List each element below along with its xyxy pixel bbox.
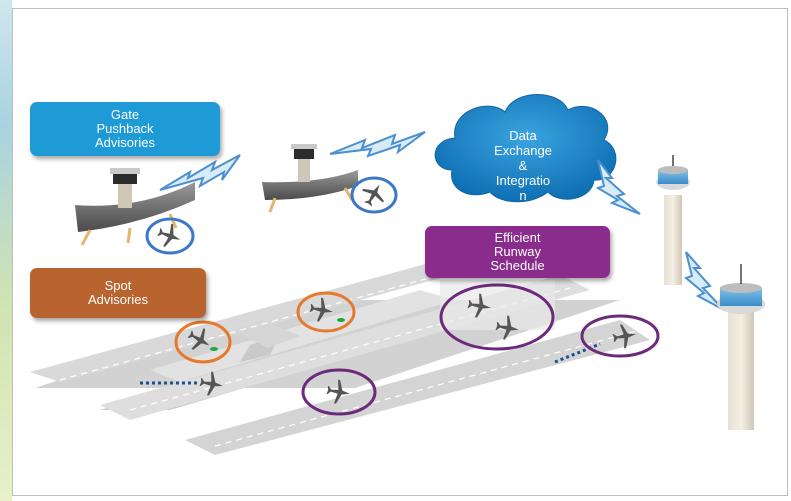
highlight-circle [296, 291, 356, 333]
highlight-circle [301, 368, 377, 416]
efficient-runway-schedule-label: Efficient Runway Schedule [425, 226, 610, 278]
cloud-icon [434, 94, 617, 203]
spot-advisories-label: Spot Advisories [30, 268, 206, 318]
spot-marker [337, 318, 345, 322]
data-exchange-integration-label: Data Exchange & Integratio n [494, 128, 552, 203]
highlight-circle [580, 314, 660, 358]
highlight-circle [174, 320, 232, 364]
trail-line [554, 342, 601, 364]
control-tower-icon [656, 155, 765, 430]
gate-pushback-advisories-label: Gate Pushback Advisories [30, 102, 220, 156]
highlight-circle [145, 217, 195, 255]
highlight-circle [350, 176, 398, 214]
left-decorative-strip [0, 0, 12, 501]
spot-marker [210, 347, 218, 351]
highlight-circle [439, 283, 555, 351]
control-tower-icon [110, 144, 317, 208]
